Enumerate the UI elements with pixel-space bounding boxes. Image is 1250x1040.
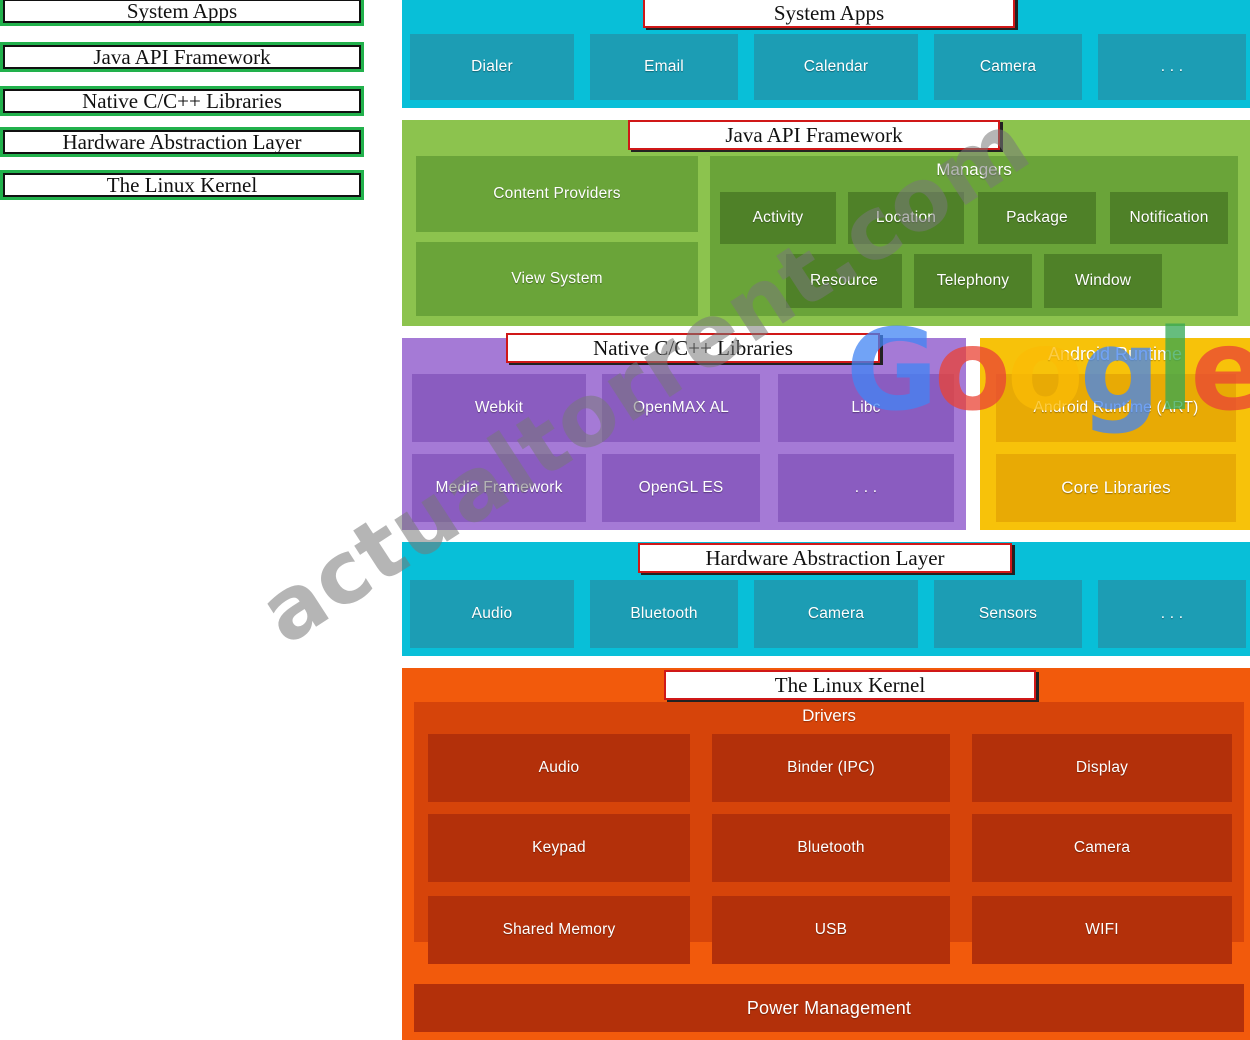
art-tile-runtime: Android Runtime (ART) — [996, 374, 1236, 442]
drop-zone-hal[interactable]: Hardware Abstraction Layer — [638, 543, 1012, 573]
answer-option-linux-kernel[interactable]: The Linux Kernel — [0, 170, 364, 200]
manager-resource: Resource — [786, 254, 902, 308]
layer-java-api-framework: Content Providers View System Managers A… — [402, 120, 1250, 326]
power-management: Power Management — [414, 984, 1244, 1032]
android-runtime-title: Android Runtime — [1047, 344, 1183, 364]
manager-package: Package — [978, 192, 1096, 244]
native-tile-openmax: OpenMAX AL — [602, 374, 760, 442]
app-tile-dialer: Dialer — [410, 34, 574, 100]
drop-zone-system-apps[interactable]: System Apps — [643, 0, 1015, 28]
hal-tile-audio: Audio — [410, 580, 574, 648]
manager-location: Location — [848, 192, 964, 244]
native-tile-webkit: Webkit — [412, 374, 586, 442]
drop-zone-native-libraries[interactable]: Native C/C++ Libraries — [506, 333, 880, 363]
drop-zone-linux-kernel[interactable]: The Linux Kernel — [664, 670, 1036, 700]
driver-usb: USB — [712, 896, 950, 964]
app-tile-email: Email — [590, 34, 738, 100]
layer-linux-kernel: Drivers Audio Binder (IPC) Display Keypa… — [402, 668, 1250, 1040]
manager-activity: Activity — [720, 192, 836, 244]
driver-binder: Binder (IPC) — [712, 734, 950, 802]
answer-option-java-api-framework[interactable]: Java API Framework — [0, 42, 364, 72]
hal-tile-sensors: Sensors — [934, 580, 1082, 648]
hal-tile-bluetooth: Bluetooth — [590, 580, 738, 648]
drivers-panel: Drivers Audio Binder (IPC) Display Keypa… — [414, 702, 1244, 964]
manager-telephony: Telephony — [914, 254, 1032, 308]
art-tile-core-libraries: Core Libraries — [996, 454, 1236, 522]
layer-android-runtime: Android Runtime Android Runtime (ART) Co… — [980, 338, 1250, 530]
native-tile-media-framework: Media Framework — [412, 454, 586, 522]
app-tile-camera: Camera — [934, 34, 1082, 100]
drivers-title: Drivers — [802, 706, 856, 725]
content-providers-panel: Content Providers — [416, 156, 698, 232]
driver-keypad: Keypad — [428, 814, 690, 882]
driver-wifi: WIFI — [972, 896, 1232, 964]
driver-camera: Camera — [972, 814, 1232, 882]
native-tile-more: . . . — [778, 454, 954, 522]
manager-notification: Notification — [1110, 192, 1228, 244]
layer-native-libraries: Webkit OpenMAX AL Libc Media Framework O… — [402, 338, 966, 530]
answer-option-hal[interactable]: Hardware Abstraction Layer — [0, 127, 364, 157]
driver-audio: Audio — [428, 734, 690, 802]
driver-bluetooth: Bluetooth — [712, 814, 950, 882]
answer-option-native-libraries[interactable]: Native C/C++ Libraries — [0, 86, 364, 116]
layer-hardware-abstraction: Audio Bluetooth Camera Sensors . . . — [402, 542, 1250, 656]
managers-title: Managers — [936, 160, 1012, 179]
native-tile-libc: Libc — [778, 374, 954, 442]
manager-window: Window — [1044, 254, 1162, 308]
native-tile-opengl: OpenGL ES — [602, 454, 760, 522]
app-tile-more: . . . — [1098, 34, 1246, 100]
drop-zone-java-api-framework[interactable]: Java API Framework — [628, 120, 1000, 150]
driver-shared-memory: Shared Memory — [428, 896, 690, 964]
app-tile-calendar: Calendar — [754, 34, 918, 100]
driver-display: Display — [972, 734, 1232, 802]
managers-panel: Managers Activity Location Package Notif… — [710, 156, 1238, 316]
view-system-panel: View System — [416, 242, 698, 316]
hal-tile-camera: Camera — [754, 580, 918, 648]
hal-tile-more: . . . — [1098, 580, 1246, 648]
answer-option-system-apps[interactable]: System Apps — [0, 0, 364, 26]
